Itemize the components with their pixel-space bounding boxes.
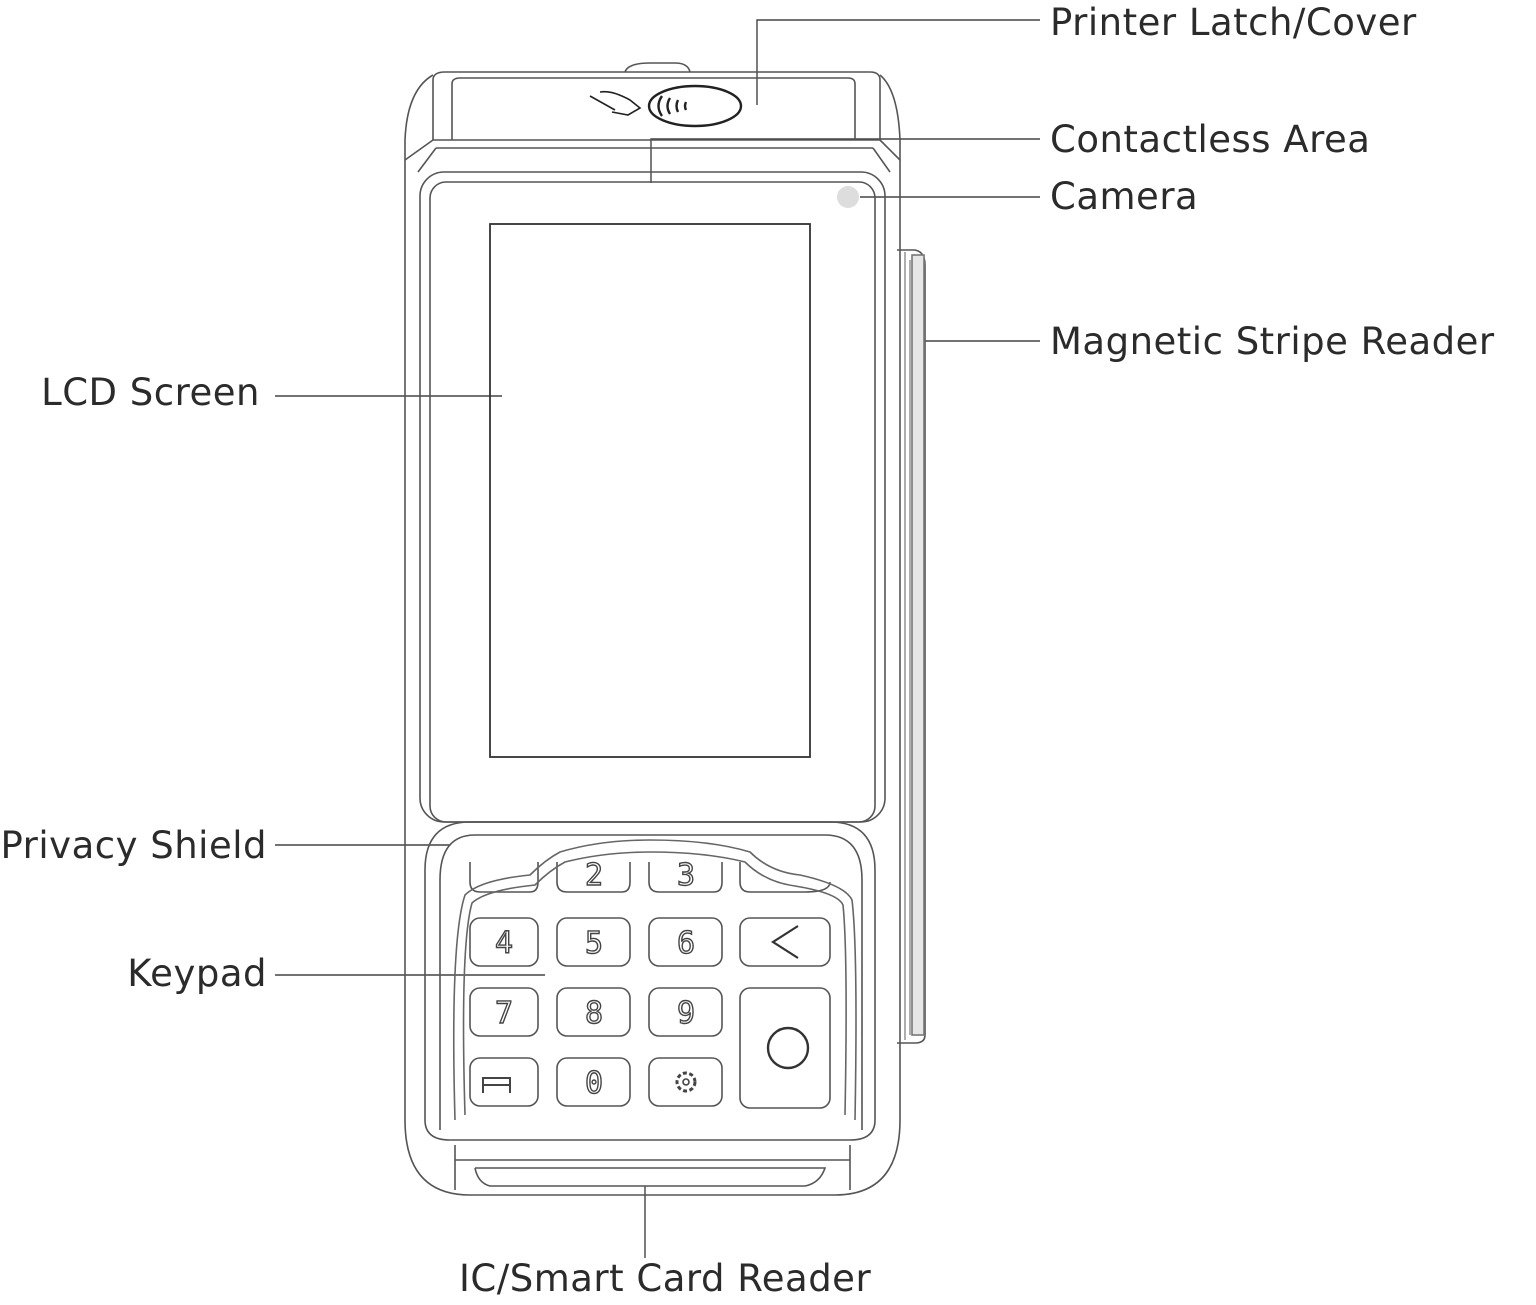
printer-cover	[432, 62, 881, 141]
key-enter[interactable]	[739, 987, 831, 1109]
svg-text:6: 6	[677, 926, 695, 961]
key-9[interactable]: 9	[648, 987, 723, 1037]
menu-icon	[482, 1077, 511, 1093]
key-0[interactable]: 0	[556, 1057, 631, 1107]
label-magnetic-stripe-reader: Magnetic Stripe Reader	[1050, 320, 1495, 363]
leader-contactless	[650, 138, 1040, 183]
key-settings[interactable]	[648, 1057, 723, 1107]
camera-lens	[837, 186, 859, 208]
key-partial-top-left[interactable]	[469, 862, 539, 893]
key-partial-top-right[interactable]	[739, 862, 831, 893]
magnetic-stripe-reader	[897, 249, 926, 1044]
label-privacy-shield: Privacy Shield	[0, 824, 267, 867]
privacy-shield	[424, 821, 876, 1141]
svg-text:8: 8	[585, 996, 603, 1031]
key-2[interactable]: 2	[556, 857, 631, 894]
device-body	[404, 74, 901, 1196]
key-6[interactable]: 6	[648, 917, 723, 967]
back-arrow-icon	[770, 925, 799, 959]
lcd-screen	[489, 223, 811, 758]
key-5[interactable]: 5	[556, 917, 631, 967]
label-printer-latch: Printer Latch/Cover	[1050, 1, 1417, 44]
svg-text:4: 4	[495, 926, 513, 961]
label-camera: Camera	[1050, 175, 1199, 218]
enter-circle-icon	[766, 1026, 810, 1070]
svg-text:5: 5	[585, 926, 603, 961]
contactless-icon	[589, 84, 743, 128]
svg-text:0: 0	[585, 1066, 603, 1101]
key-3[interactable]: 3	[648, 857, 723, 894]
key-back[interactable]	[739, 917, 831, 967]
label-lcd-screen: LCD Screen	[41, 371, 260, 414]
key-8[interactable]: 8	[556, 987, 631, 1037]
label-keypad: Keypad	[127, 952, 267, 995]
leader-lines	[275, 19, 1040, 1258]
settings-gear-icon	[675, 1071, 697, 1093]
svg-text:9: 9	[677, 996, 695, 1031]
svg-text:2: 2	[585, 858, 603, 893]
label-contactless-area: Contactless Area	[1050, 118, 1371, 161]
key-4[interactable]: 4	[469, 917, 539, 967]
label-ic-smart-card-reader: IC/Smart Card Reader	[459, 1257, 872, 1300]
ic-card-slot	[474, 1167, 827, 1187]
svg-text:7: 7	[495, 996, 513, 1031]
leader-printer-latch	[756, 19, 1040, 105]
svg-text:3: 3	[677, 858, 695, 893]
key-7[interactable]: 7	[469, 987, 539, 1037]
key-menu[interactable]	[469, 1057, 539, 1107]
keypad: 2 3 4 5 6 7 8 9 0	[452, 839, 857, 1121]
